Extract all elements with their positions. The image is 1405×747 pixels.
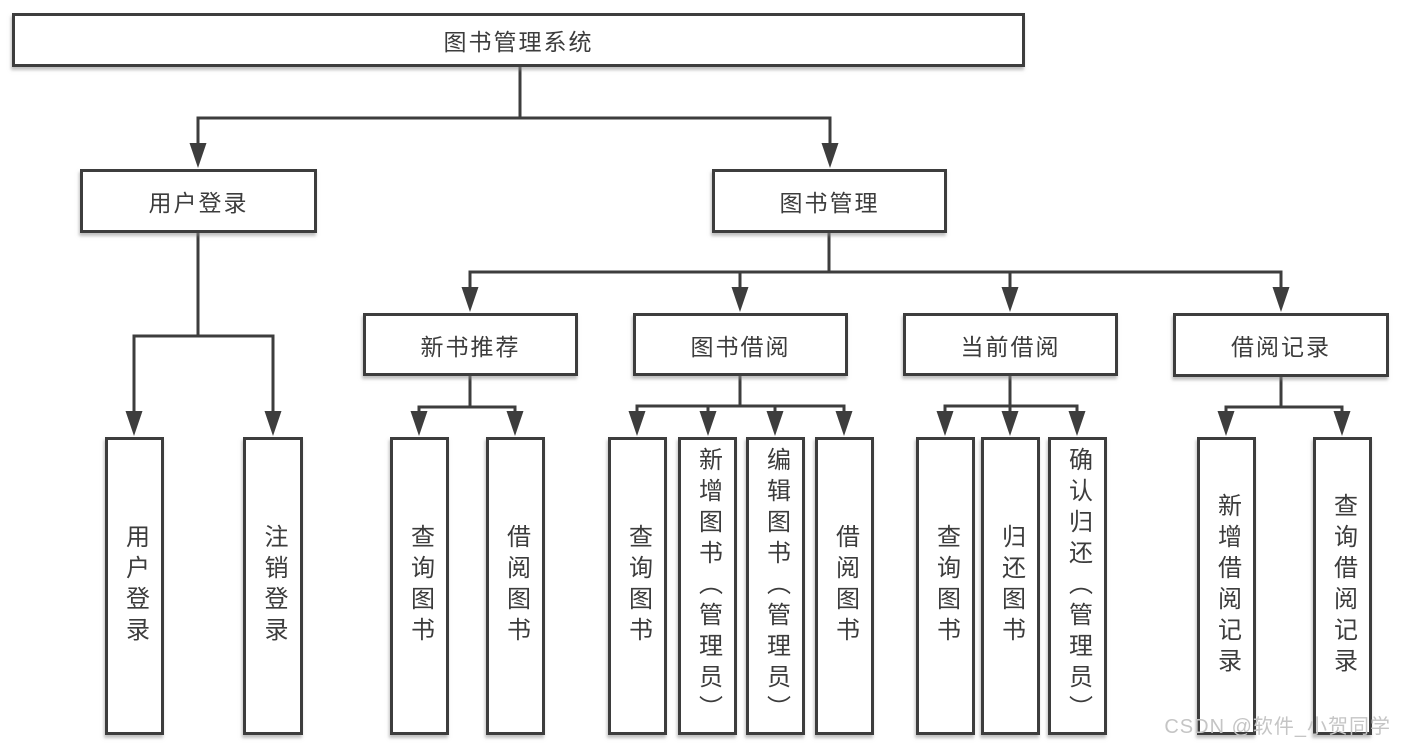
node-section-book-borrow: 图书借阅 <box>633 313 848 376</box>
node-leaf-add-books-admin-label: 新增图书（管理员） <box>694 446 722 726</box>
node-branch-user-login: 用户登录 <box>80 169 317 233</box>
node-root-label: 图书管理系统 <box>443 29 594 55</box>
node-branch-book-management-label: 图书管理 <box>779 190 880 216</box>
node-leaf-edit-books-admin-label: 编辑图书（管理员） <box>762 446 790 726</box>
node-section-current-borrow: 当前借阅 <box>903 313 1118 376</box>
node-leaf-user-login: 用户登录 <box>105 437 164 735</box>
node-section-borrow-records: 借阅记录 <box>1173 313 1389 377</box>
node-leaf-query-books-2-label: 查询图书 <box>624 524 652 648</box>
node-section-new-book-recommend-label: 新书推荐 <box>420 333 521 360</box>
node-leaf-query-borrow-record-label: 查询借阅记录 <box>1329 493 1357 679</box>
node-leaf-edit-books-admin: 编辑图书（管理员） <box>746 437 805 735</box>
watermark: CSDN @软件_小贺同学 <box>1164 716 1391 738</box>
node-leaf-query-borrow-record: 查询借阅记录 <box>1313 437 1372 735</box>
node-leaf-return-books: 归还图书 <box>981 437 1040 735</box>
node-section-book-borrow-label: 图书借阅 <box>690 333 791 360</box>
connector-lines <box>132 64 1344 415</box>
node-leaf-add-borrow-record: 新增借阅记录 <box>1197 437 1256 735</box>
node-leaf-query-books-1-label: 查询图书 <box>406 524 434 648</box>
node-branch-user-login-label: 用户登录 <box>148 190 249 216</box>
node-section-borrow-records-label: 借阅记录 <box>1231 334 1331 360</box>
node-leaf-confirm-return-admin: 确认归还（管理员） <box>1048 437 1107 735</box>
node-leaf-logout-label: 注销登录 <box>260 524 287 648</box>
node-leaf-logout: 注销登录 <box>243 437 303 735</box>
node-section-current-borrow-label: 当前借阅 <box>960 333 1061 360</box>
node-leaf-add-borrow-record-label: 新增借阅记录 <box>1213 493 1241 679</box>
node-leaf-borrow-books-2: 借阅图书 <box>815 437 874 735</box>
node-branch-book-management: 图书管理 <box>712 169 947 233</box>
node-leaf-query-books-1: 查询图书 <box>390 437 449 735</box>
node-leaf-query-books-2: 查询图书 <box>608 437 667 735</box>
node-root: 图书管理系统 <box>12 13 1025 67</box>
node-section-new-book-recommend: 新书推荐 <box>363 313 578 376</box>
arrowheads <box>125 143 1351 436</box>
node-leaf-borrow-books-1-label: 借阅图书 <box>502 524 530 648</box>
node-leaf-query-books-3: 查询图书 <box>916 437 975 735</box>
node-leaf-query-books-3-label: 查询图书 <box>932 524 960 648</box>
node-leaf-return-books-label: 归还图书 <box>997 524 1025 648</box>
node-leaf-user-login-label: 用户登录 <box>121 524 149 648</box>
node-leaf-borrow-books-1: 借阅图书 <box>486 437 545 735</box>
node-leaf-borrow-books-2-label: 借阅图书 <box>831 524 859 648</box>
node-leaf-confirm-return-admin-label: 确认归还（管理员） <box>1064 446 1092 726</box>
node-leaf-add-books-admin: 新增图书（管理员） <box>678 437 737 735</box>
